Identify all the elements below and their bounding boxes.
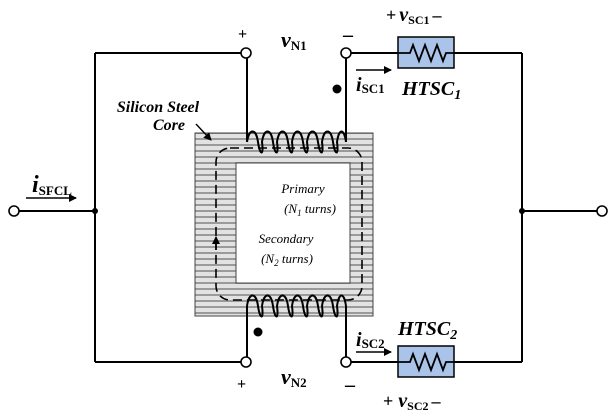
silicon-steel-core: [194, 132, 374, 317]
v-n2-label: vN2: [281, 364, 307, 390]
v-sc2-label: +vSC2–: [383, 390, 442, 413]
htsc2-label: HTSC2: [397, 318, 457, 343]
input-terminal[interactable]: [8, 205, 20, 217]
htsc2-element[interactable]: [397, 345, 455, 378]
primary-plus-terminal[interactable]: [240, 47, 252, 59]
primary-plus-sign: +: [238, 26, 247, 43]
i-sc1-label: iSC1: [356, 74, 385, 96]
primary-polarity-dot: [332, 84, 342, 94]
secondary-plus-sign: +: [237, 376, 246, 393]
htsc1-label: HTSC1: [401, 78, 461, 103]
secondary-minus-terminal[interactable]: [340, 356, 352, 368]
resistor-zigzag-icon: [398, 42, 454, 64]
primary-minus-terminal[interactable]: [340, 47, 352, 59]
core-label-line1: Silicon Steel: [117, 99, 200, 116]
secondary-winding: [246, 294, 347, 318]
htsc1-element[interactable]: [397, 36, 455, 69]
secondary-minus-sign: –: [344, 374, 356, 396]
resistor-zigzag-icon: [398, 351, 454, 373]
i-sc2-label: iSC2: [356, 329, 385, 351]
secondary-label-line1: Secondary: [259, 231, 314, 246]
v-sc1-label: +vSC1–: [386, 4, 443, 27]
primary-winding: [246, 130, 347, 154]
left-junction-dot: [92, 208, 98, 214]
core-leader-arrow: [195, 123, 212, 141]
junction-dots: [92, 208, 525, 214]
primary-label-line2: (N1 turns): [284, 201, 336, 218]
secondary-plus-terminal[interactable]: [240, 356, 252, 368]
primary-minus-sign: –: [342, 24, 354, 46]
secondary-polarity-dot: [253, 327, 263, 337]
terminals: [8, 47, 608, 368]
v-n1-label: vN1: [281, 27, 307, 53]
core-label-line2: Core: [153, 117, 185, 134]
i-sfcl-label: iSFCL: [32, 172, 72, 198]
circuit-wires: [19, 52, 597, 363]
primary-label-line1: Primary: [280, 181, 325, 196]
secondary-label-line2: (N2 turns): [261, 251, 313, 268]
output-terminal[interactable]: [596, 205, 608, 217]
right-junction-dot: [519, 208, 525, 214]
